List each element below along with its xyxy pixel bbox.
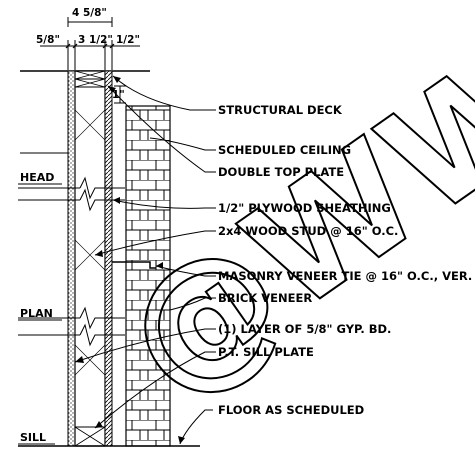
break-lines xyxy=(18,176,125,347)
plywood-sheathing xyxy=(104,70,113,447)
gypsum-board xyxy=(67,70,76,447)
note-double-top-plate: DOUBLE TOP PLATE xyxy=(218,165,344,179)
dim-gap: 1" xyxy=(112,89,125,101)
label-head: HEAD xyxy=(20,171,54,184)
wood-stud xyxy=(74,70,106,447)
note-brick-veneer: BRICK VENEER xyxy=(218,291,312,305)
dimension-strings xyxy=(40,17,140,104)
note-gyp-board: (1) LAYER OF 5/8" GYP. BD. xyxy=(218,322,391,336)
dim-overall: 4 5/8" xyxy=(72,7,107,19)
brick-veneer xyxy=(125,105,171,447)
label-sill: SILL xyxy=(20,431,46,444)
double-top-plate xyxy=(74,70,106,88)
dim-sheathing: 1/2" xyxy=(116,34,140,46)
note-floor: FLOOR AS SCHEDULED xyxy=(218,403,364,417)
note-sill-plate: P.T. SILL PLATE xyxy=(218,345,314,359)
leader-arrowheads xyxy=(75,76,185,444)
note-veneer-tie: MASONRY VENEER TIE @ 16" O.C., VER. xyxy=(218,269,472,283)
leader-lines xyxy=(74,75,216,445)
note-plywood-sheathing: 1/2" PLYWOOD SHEATHING xyxy=(218,201,391,215)
label-plan: PLAN xyxy=(20,307,53,320)
wall-assembly xyxy=(20,70,171,447)
note-wood-stud: 2x4 WOOD STUD @ 16" O.C. xyxy=(218,224,398,238)
dim-gyp: 5/8" xyxy=(36,34,60,46)
veneer-tie xyxy=(112,261,156,269)
dim-stud: 3 1/2" xyxy=(78,34,113,46)
note-scheduled-ceiling: SCHEDULED CEILING xyxy=(218,143,351,157)
stud-hatching xyxy=(74,109,106,376)
note-structural-deck: STRUCTURAL DECK xyxy=(218,103,343,117)
